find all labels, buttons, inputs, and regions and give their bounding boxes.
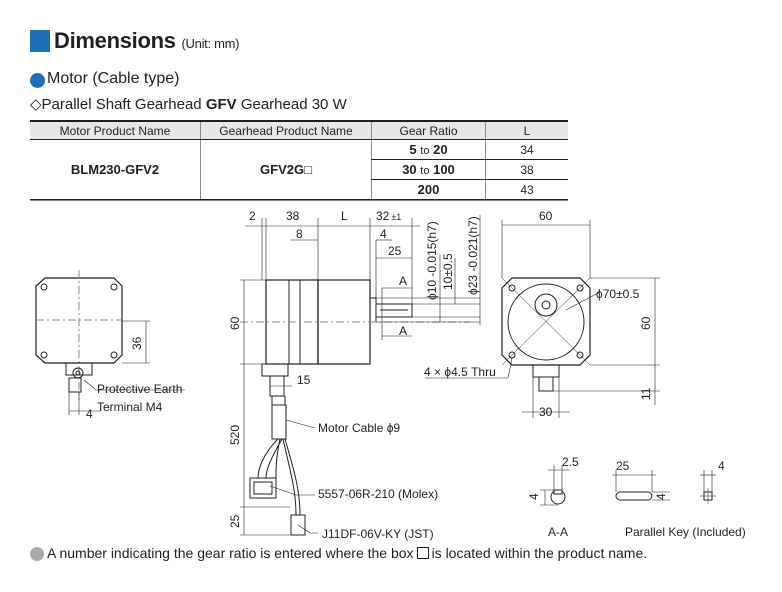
col-header-motor: Motor Product Name [30, 120, 201, 140]
holes-label: 4 × ϕ4.5 Thru [424, 365, 496, 379]
dim-60-top: 60 [539, 209, 553, 223]
dim-phi23: ϕ23 -0.021(h7) [466, 216, 480, 295]
page-title: Dimensions (Unit: mm) [54, 28, 240, 53]
unit-label: (Unit: mm) [181, 36, 240, 51]
parallel-key-view [612, 470, 716, 504]
product-heading: ◇Parallel Shaft Gearhead GFV Gearhead 30… [30, 96, 347, 113]
ratio-cell: 5 to 20 [371, 139, 486, 160]
dim-32: 32±1 [376, 209, 401, 223]
dim-15: 15 [297, 373, 311, 387]
note-bullet-icon [30, 547, 44, 561]
dim-25: 25 [388, 244, 402, 258]
dim-36: 36 [130, 336, 144, 350]
dim-key-4c: 4 [718, 459, 725, 473]
section-aa-view [540, 465, 570, 506]
section-A-top: A [399, 274, 407, 288]
dim-key-25: 25 [616, 459, 630, 473]
earth-label-2: Terminal M4 [97, 400, 163, 414]
dim-60-left: 60 [228, 316, 242, 330]
section-A-bottom: A [399, 324, 407, 338]
dim-520: 520 [228, 425, 242, 445]
dim-25-bottom: 25 [228, 514, 242, 528]
dim-4-earth: 4 [86, 407, 93, 421]
dim-38: 38 [286, 209, 300, 223]
motor-end-view [35, 270, 185, 415]
dim-10: 10±0.5 [441, 253, 455, 290]
L-cell: 34 [485, 139, 568, 160]
col-header-ratio: Gear Ratio [371, 120, 486, 140]
cable-label: Motor Cable ϕ9 [318, 421, 400, 435]
section-bullet-icon [30, 73, 45, 88]
section-aa-label: A-A [548, 525, 568, 539]
dim-key-4: 4 [527, 493, 541, 500]
footnote: A number indicating the gear ratio is en… [47, 545, 648, 561]
spec-table: Motor Product Name Gearhead Product Name… [30, 120, 568, 201]
dim-60-right: 60 [639, 316, 653, 330]
molex-label: 5557-06R-210 (Molex) [318, 487, 438, 501]
dim-phi70: ϕ70±0.5 [596, 287, 640, 301]
table-row: 30 to 100 38 [30, 159, 568, 180]
box-icon [416, 547, 429, 559]
table-row: 200 43 [30, 179, 568, 201]
motor-side-view [240, 215, 481, 536]
gearhead-front-view [425, 220, 660, 418]
gearhead-name: GFV2G□ [200, 139, 372, 201]
dim-key-4b: 4 [654, 493, 668, 500]
dim-11: 11 [639, 387, 653, 400]
jst-label: J11DF-06V-KY (JST) [322, 527, 434, 541]
L-cell: 43 [485, 179, 568, 201]
motor-name: BLM230-GFV2 [30, 139, 201, 201]
col-header-L: L [485, 120, 568, 140]
section-subtitle: Motor (Cable type) [47, 70, 180, 87]
ratio-cell: 200 [371, 179, 486, 201]
key-label: Parallel Key (Included) [625, 525, 746, 539]
earth-label-1: Protective Earth [97, 382, 182, 396]
dim-8: 8 [296, 227, 303, 241]
divider [30, 200, 568, 201]
dim-4-top: 4 [380, 227, 387, 241]
table-row: BLM230-GFV2 GFV2G□ 5 to 20 34 [30, 139, 568, 201]
dim-phi10: ϕ10 -0.015(h7) [425, 221, 439, 300]
dim-L: L [341, 209, 348, 223]
dim-30: 30 [539, 405, 553, 419]
L-cell: 38 [485, 159, 568, 180]
dim-key-2-5: 2.5 [562, 455, 579, 469]
title-marker-icon [30, 30, 50, 52]
dim-2: 2 [249, 209, 256, 223]
ratio-cell: 30 to 100 [371, 159, 486, 180]
col-header-gearhead: Gearhead Product Name [200, 120, 372, 140]
